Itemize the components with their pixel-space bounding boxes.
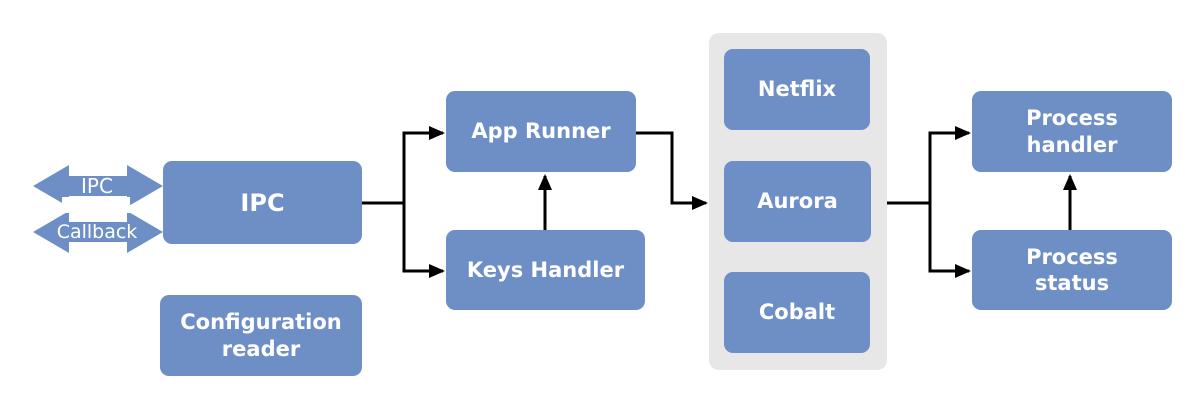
- node-netflix-label: Netflix: [757, 77, 837, 102]
- node-app-runner-label: App Runner: [471, 119, 611, 144]
- node-cobalt: Cobalt: [724, 272, 870, 353]
- ipc-arrow-label: IPC: [81, 174, 113, 198]
- arrow-divider-rect: [62, 197, 130, 213]
- node-keys-handler-label: Keys Handler: [466, 257, 625, 282]
- ipc-double-arrow-shape: [33, 165, 163, 207]
- callback-double-arrow-shape: [33, 211, 163, 253]
- node-app-runner: App Runner: [446, 91, 636, 172]
- node-aurora-label: Aurora: [757, 189, 838, 214]
- node-process-status: Process status: [972, 230, 1172, 310]
- node-configuration-reader-label: Configuration reader: [180, 310, 342, 361]
- connector-ipc-to-app-runner: [362, 126, 445, 205]
- connector-aurora-to-process-status: [928, 203, 971, 278]
- callback-arrow-label: Callback: [56, 221, 138, 243]
- node-aurora: Aurora: [724, 161, 871, 242]
- node-process-handler: Process handler: [972, 91, 1172, 172]
- node-keys-handler: Keys Handler: [446, 230, 645, 310]
- node-ipc-label: IPC: [240, 188, 285, 217]
- node-ipc: IPC: [163, 161, 362, 244]
- connector-ipc-to-keys-handler: [402, 203, 445, 278]
- node-configuration-reader: Configuration reader: [160, 295, 362, 376]
- node-cobalt-label: Cobalt: [758, 300, 836, 325]
- connector-app-runner-to-aurora: [636, 131, 708, 210]
- connector-aurora-to-process-handler: [887, 126, 971, 205]
- node-process-handler-label: Process handler: [1026, 106, 1118, 157]
- node-process-status-label: Process status: [1026, 244, 1118, 295]
- node-netflix: Netflix: [724, 49, 870, 130]
